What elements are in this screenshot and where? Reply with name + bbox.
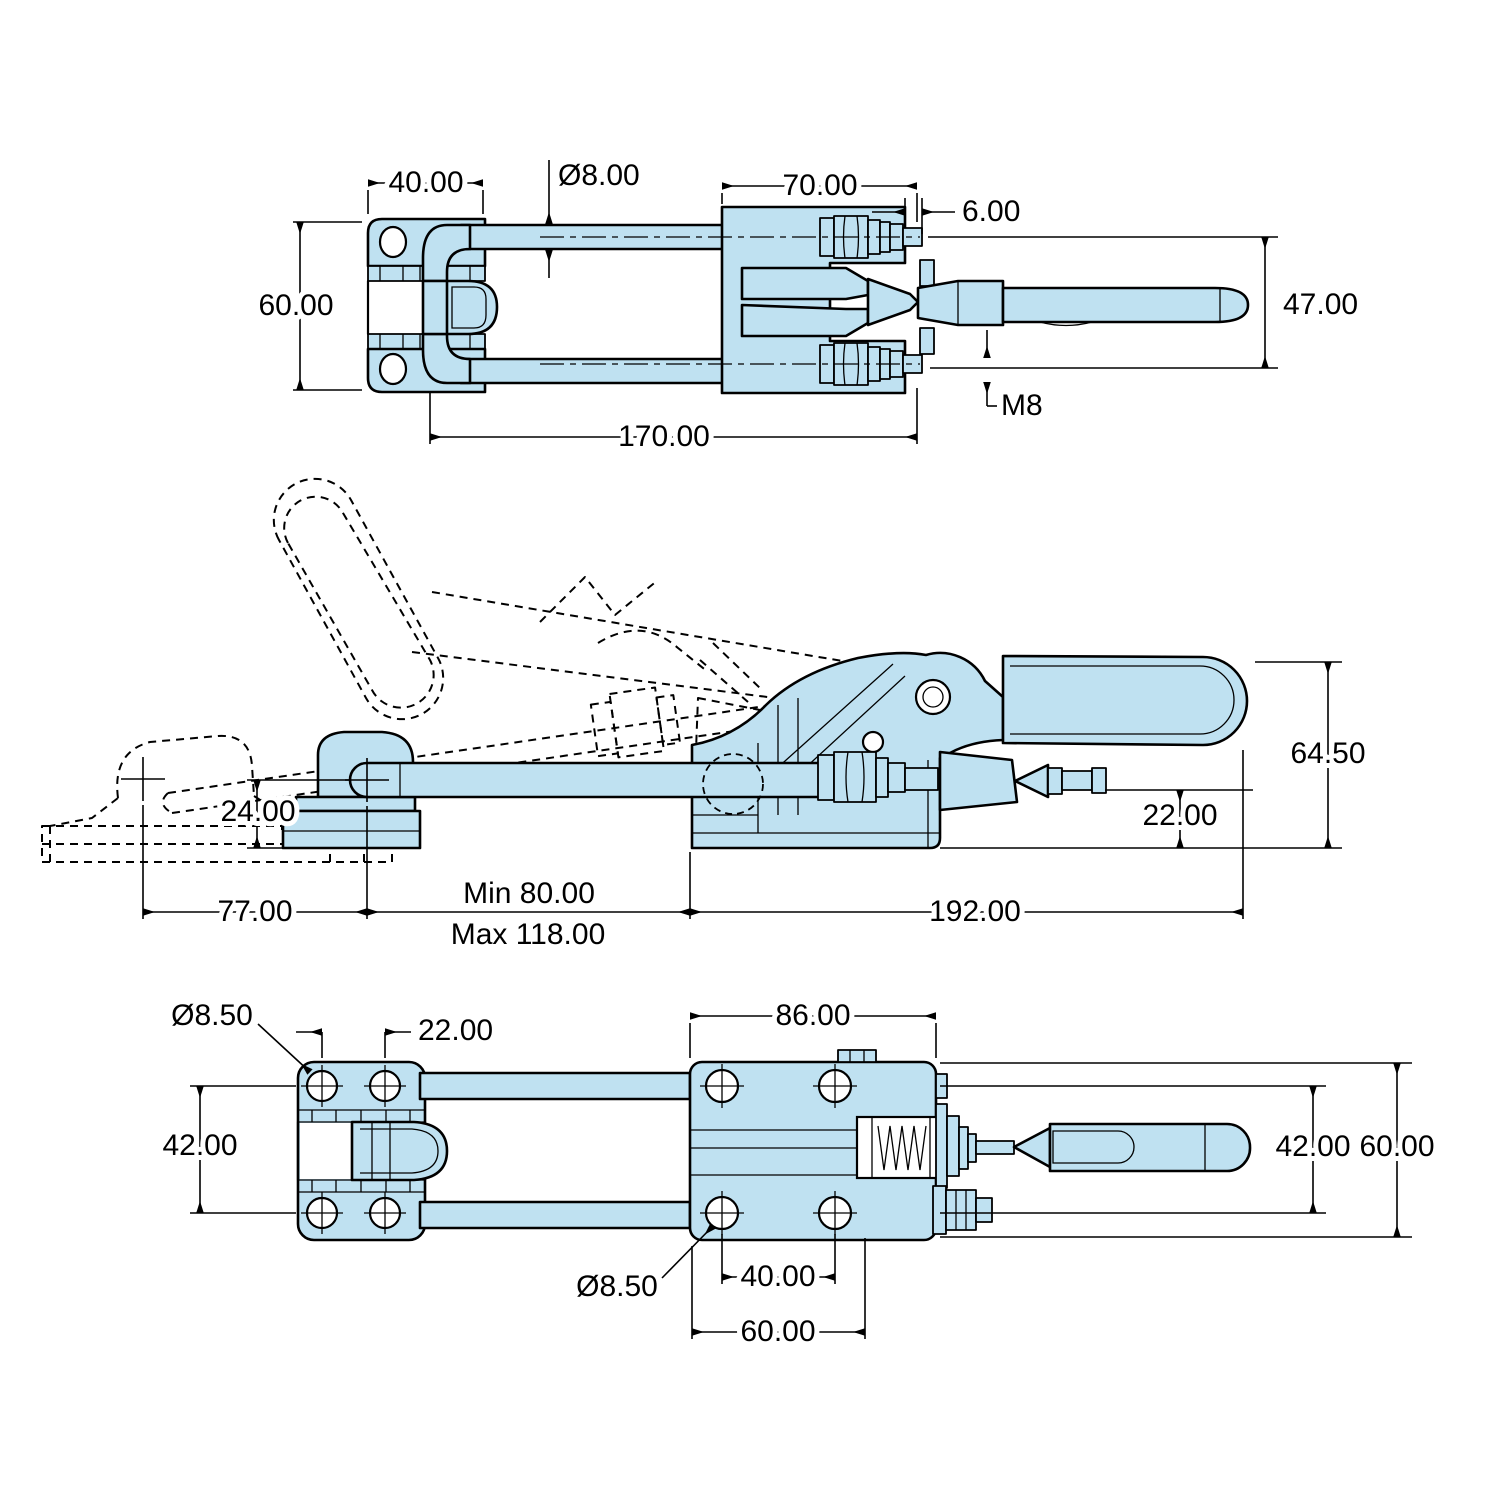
dim-side-77: 77.00: [217, 895, 292, 928]
dim-top-6: 6.00: [962, 195, 1020, 228]
dim-bottom-60-right: 60.00: [1359, 1130, 1434, 1163]
dim-top-170: 170.00: [618, 420, 710, 453]
u-bolt-bar-plan: [418, 1200, 692, 1230]
dim-bottom-dia85-bottom: Ø8.50: [576, 1270, 658, 1303]
mounting-hole: [378, 225, 408, 259]
catch-plate-base: [281, 809, 422, 850]
catch-center-cross: [345, 758, 389, 802]
link-pivot: [861, 730, 885, 754]
dim-top-dia8: Ø8.00: [558, 159, 640, 192]
mounting-holes: [301, 1064, 857, 1235]
dim-side-22: 22.00: [1142, 799, 1217, 832]
catch-plate-flange: [294, 795, 417, 813]
dim-bottom-42-right: 42.00: [1275, 1130, 1350, 1163]
dim-top-70: 70.00: [782, 169, 857, 202]
toggle-link: [740, 303, 870, 338]
dim-top-m8: M8: [1001, 389, 1043, 422]
dim-side-64-5: 64.50: [1290, 737, 1365, 770]
adjustment-nut: [817, 751, 939, 803]
clamp-handle-top: [1001, 286, 1250, 324]
spindle-cone-plan: [1012, 1126, 1052, 1169]
pivot-phantom-circle: [702, 753, 764, 815]
handle-hub: [916, 279, 1005, 327]
dim-bottom-22: 22.00: [418, 1014, 493, 1047]
dim-bottom-60: 60.00: [740, 1315, 815, 1348]
dim-top-47: 47.00: [1283, 288, 1358, 321]
lock-tab: [919, 259, 935, 287]
spindle-rod-plan: [975, 1140, 1015, 1155]
dim-bottom-40: 40.00: [740, 1260, 815, 1293]
mounting-hole: [378, 352, 408, 386]
dim-side-192: 192.00: [929, 895, 1021, 928]
toggle-nose: [866, 277, 920, 327]
catch-tongue: [444, 279, 499, 336]
dim-side-24: 24.00: [220, 795, 295, 828]
dim-side-max: Max 118.00: [451, 918, 606, 951]
spring-coil: [871, 1117, 931, 1178]
toggle-link: [740, 266, 870, 301]
m8-bolt-plan: [932, 1185, 993, 1235]
dim-side-min: Min 80.00: [463, 877, 595, 910]
clamp-body-side: [690, 651, 1005, 850]
dim-bottom-dia85-top: Ø8.50: [171, 999, 253, 1032]
clamp-handle-side: [1001, 654, 1249, 747]
bottom-view: Ø8.50 22.00 86.00 42.00 Ø8.50 40.00 60.0…: [157, 994, 1439, 1353]
top-view: 40.00 Ø8.00 70.00 6.00 60.00 47.00 170.0…: [253, 154, 1363, 458]
dim-bottom-86: 86.00: [775, 999, 850, 1032]
catch-tongue-plan: [350, 1120, 449, 1182]
dim-top-40: 40.00: [388, 166, 463, 199]
dim-top-60: 60.00: [258, 289, 333, 322]
body-tab: [837, 1049, 877, 1063]
spindle-cone: [1013, 763, 1050, 799]
jaw: [938, 750, 1019, 812]
dim-bottom-42-left: 42.00: [162, 1129, 237, 1162]
phantom-center-cross: [121, 757, 165, 801]
side-view: 24.00 77.00 Min 80.00 Max 118.00 192.00 …: [41, 477, 1371, 951]
clamp-handle-plan: [1048, 1122, 1252, 1173]
spindle-rod: [1061, 770, 1093, 791]
u-bolt-bar-plan: [418, 1071, 692, 1101]
lever-pivot: [914, 678, 952, 716]
lock-tab: [919, 327, 935, 355]
spring-housing: [855, 1115, 939, 1180]
